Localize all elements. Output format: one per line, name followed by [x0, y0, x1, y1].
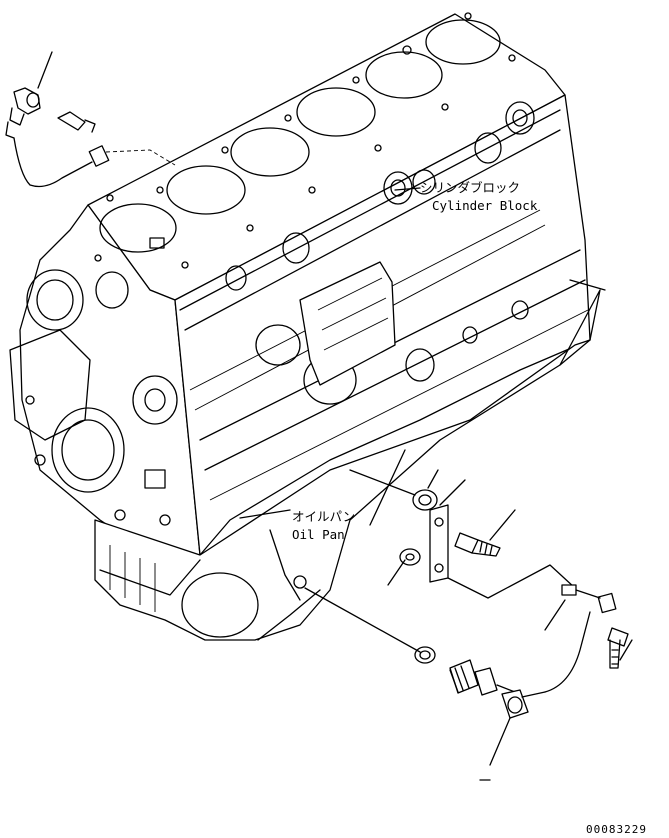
oil-pan-sensor-port — [293, 575, 307, 589]
clamp-bolt — [607, 627, 633, 669]
block-front-face — [19, 204, 201, 561]
top-connector — [88, 145, 110, 167]
harness-clip — [561, 584, 577, 596]
oil-cooler-cover — [299, 261, 396, 386]
timing-gear-housing — [26, 269, 84, 331]
bracket — [429, 504, 449, 583]
part-number: 00083229 — [586, 823, 647, 836]
cylinder-block-label-jp: シリンダブロック — [420, 180, 520, 195]
oil-pan-sensor — [449, 659, 546, 766]
spacer — [412, 489, 438, 511]
oil-pan — [94, 279, 606, 641]
engine-block — [9, 12, 591, 561]
oil-pan-body — [94, 339, 591, 641]
cylinder-bores — [99, 19, 501, 253]
deck-holes — [94, 12, 516, 269]
bracket-bolt — [454, 509, 516, 557]
top-sensor-assembly — [5, 51, 176, 188]
sensor-washer — [414, 646, 436, 664]
cylinder-block-label-en: Cylinder Block — [432, 198, 538, 213]
oil-pan-label-en: Oil Pan — [292, 527, 345, 542]
harness-connector — [597, 592, 617, 614]
oil-pan-label-jp: オイルパン — [292, 509, 355, 524]
oil-pan-sensor-assembly — [304, 469, 633, 781]
